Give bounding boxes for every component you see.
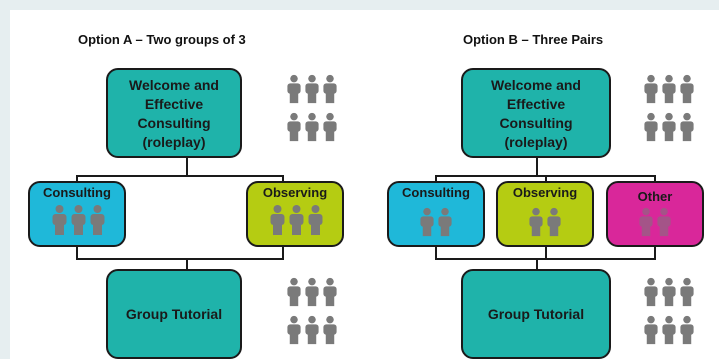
person-icon	[680, 315, 694, 345]
person-icon	[662, 315, 676, 345]
option-a-title: Option A – Two groups of 3	[78, 32, 246, 47]
person-icon	[547, 207, 561, 237]
connector-line	[435, 246, 437, 259]
option-b-consulting-box: Consulting	[387, 181, 485, 247]
connector-line	[654, 246, 656, 259]
option-b-tutorial-box: Group Tutorial	[461, 269, 611, 359]
observing-label: Observing	[262, 185, 328, 200]
person-icon	[305, 277, 319, 307]
people-icons	[638, 207, 672, 237]
people-icons	[286, 110, 338, 144]
connector-line	[76, 175, 78, 183]
person-icon	[323, 74, 337, 104]
people-icons	[51, 205, 106, 235]
person-icon	[270, 205, 285, 235]
people-icons	[286, 72, 338, 106]
connector-line	[435, 258, 656, 260]
connector-line	[186, 258, 188, 270]
connector-line	[76, 246, 78, 259]
welcome-line: Welcome and	[491, 77, 581, 93]
person-icon	[680, 277, 694, 307]
person-icon	[644, 315, 658, 345]
welcome-line: (roleplay)	[504, 134, 568, 150]
welcome-line: Consulting	[499, 115, 573, 131]
person-icon	[289, 205, 304, 235]
connector-line	[654, 175, 656, 183]
person-icon	[305, 315, 319, 345]
person-icon	[644, 112, 658, 142]
people-icons	[269, 205, 324, 235]
person-icon	[644, 277, 658, 307]
option-a-consulting-box: Consulting	[28, 181, 126, 247]
connector-line	[536, 158, 538, 176]
person-icon	[639, 207, 653, 237]
option-b-welcome-box: Welcome and Effective Consulting (rolepl…	[461, 68, 611, 158]
connector-line	[282, 246, 284, 259]
people-icons	[643, 110, 695, 144]
option-b-title: Option B – Three Pairs	[463, 32, 604, 47]
option-b-other-box: Other	[606, 181, 704, 247]
other-label: Other	[637, 189, 673, 204]
tutorial-label: Group Tutorial	[125, 306, 223, 322]
people-icons	[528, 207, 562, 237]
connector-line	[545, 246, 547, 259]
person-icon	[305, 112, 319, 142]
person-icon	[680, 112, 694, 142]
person-icon	[529, 207, 543, 237]
option-a-tutorial-box: Group Tutorial	[106, 269, 242, 359]
option-a-welcome-box: Welcome and Effective Consulting (rolepl…	[106, 68, 242, 158]
person-icon	[287, 277, 301, 307]
connector-line	[545, 175, 547, 183]
person-icon	[662, 112, 676, 142]
welcome-line: Effective	[144, 96, 204, 112]
person-icon	[308, 205, 323, 235]
tutorial-label: Group Tutorial	[487, 306, 585, 322]
option-a-observing-box: Observing	[246, 181, 344, 247]
consulting-label: Consulting	[402, 185, 470, 200]
connector-line	[76, 175, 284, 177]
diagram-canvas: Option A – Two groups of 3 Welcome and E…	[10, 10, 719, 359]
person-icon	[644, 74, 658, 104]
people-icons	[286, 275, 338, 309]
person-icon	[662, 74, 676, 104]
connector-line	[282, 175, 284, 183]
consulting-label: Consulting	[43, 185, 111, 200]
welcome-line: Effective	[506, 96, 566, 112]
person-icon	[305, 74, 319, 104]
person-icon	[52, 205, 67, 235]
person-icon	[71, 205, 86, 235]
person-icon	[438, 207, 452, 237]
person-icon	[323, 112, 337, 142]
welcome-line: Consulting	[137, 115, 211, 131]
person-icon	[90, 205, 105, 235]
connector-line	[76, 258, 284, 260]
person-icon	[287, 315, 301, 345]
connector-line	[536, 258, 538, 270]
people-icons	[643, 72, 695, 106]
person-icon	[420, 207, 434, 237]
person-icon	[287, 74, 301, 104]
connector-line	[186, 158, 188, 176]
observing-label: Observing	[512, 185, 578, 200]
people-icons	[643, 275, 695, 309]
welcome-line: Welcome and	[129, 77, 219, 93]
person-icon	[662, 277, 676, 307]
people-icons	[419, 207, 453, 237]
people-icons	[286, 313, 338, 347]
person-icon	[657, 207, 671, 237]
person-icon	[680, 74, 694, 104]
welcome-line: (roleplay)	[142, 134, 206, 150]
people-icons	[643, 313, 695, 347]
person-icon	[323, 315, 337, 345]
person-icon	[323, 277, 337, 307]
connector-line	[435, 175, 437, 183]
option-b-observing-box: Observing	[496, 181, 594, 247]
person-icon	[287, 112, 301, 142]
